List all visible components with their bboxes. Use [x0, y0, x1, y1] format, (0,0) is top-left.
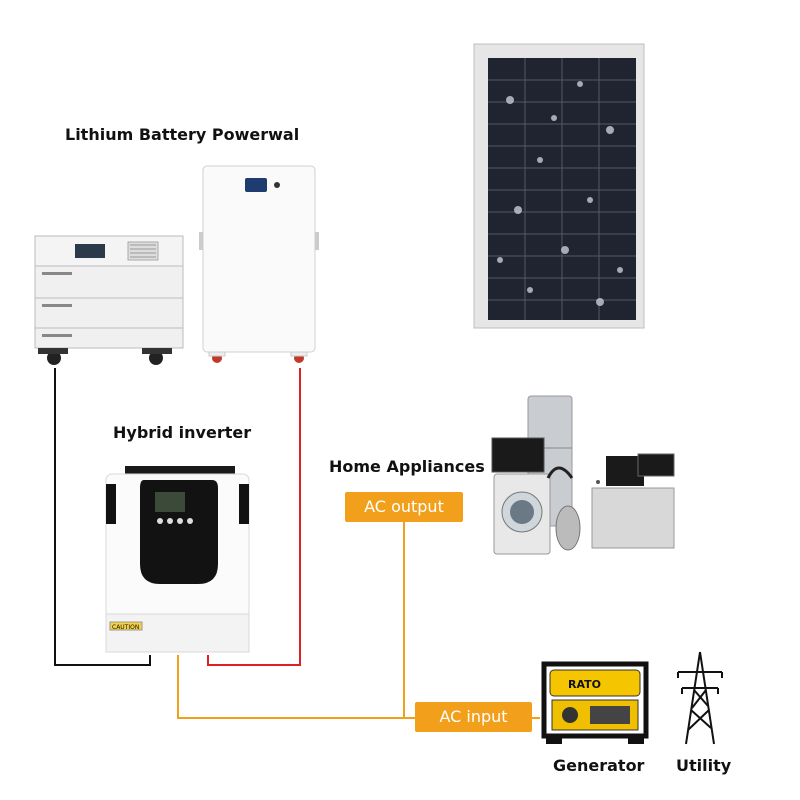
generator-brand-text: RATO	[568, 678, 601, 691]
wall-battery-image	[199, 165, 319, 363]
battery-label: Lithium Battery Powerwal	[65, 125, 300, 144]
home-appliances-image	[491, 395, 675, 555]
utility-tower-icon	[677, 651, 723, 745]
dc-negative-cable	[54, 368, 151, 666]
utility-label: Utility	[676, 756, 732, 775]
appliances-label: Home Appliances	[329, 457, 485, 476]
ac-input-tag: AC input	[415, 702, 532, 732]
solar-panel-image	[473, 43, 645, 329]
generator-image: RATO	[541, 661, 649, 744]
generator-label: Generator	[553, 756, 645, 775]
inverter-caution-text: CAUTION	[112, 624, 139, 631]
hybrid-inverter-image: CAUTION	[105, 466, 250, 653]
ac-output-tag: AC output	[345, 492, 463, 522]
inverter-label: Hybrid inverter	[113, 423, 252, 442]
stacked-battery-image	[34, 235, 184, 365]
dc-positive-cable	[207, 368, 301, 666]
